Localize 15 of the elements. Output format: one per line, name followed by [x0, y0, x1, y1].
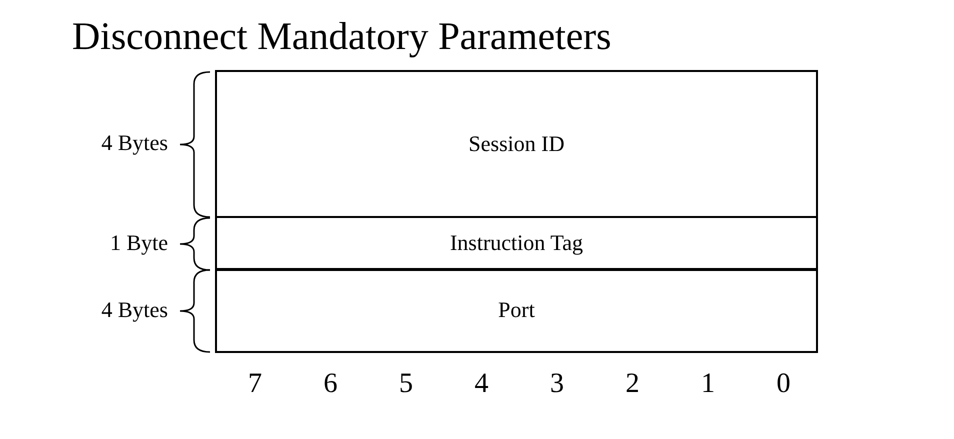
bit-number: 7 — [247, 368, 263, 400]
diagram-title: Disconnect Mandatory Parameters — [72, 14, 612, 59]
size-label: 4 Bytes — [101, 130, 168, 156]
bit-number: 1 — [700, 368, 716, 400]
size-label: 1 Byte — [110, 230, 168, 256]
bit-number: 0 — [776, 368, 792, 400]
field-row: Instruction Tag — [215, 216, 818, 271]
field-row: Session ID — [215, 70, 818, 218]
field-row: Port — [215, 268, 818, 353]
bit-number: 6 — [322, 368, 338, 400]
size-label: 4 Bytes — [101, 296, 168, 322]
bit-number: 2 — [624, 368, 640, 400]
bit-number: 5 — [398, 368, 414, 400]
bit-number: 4 — [474, 368, 490, 400]
bit-number: 3 — [549, 368, 565, 400]
